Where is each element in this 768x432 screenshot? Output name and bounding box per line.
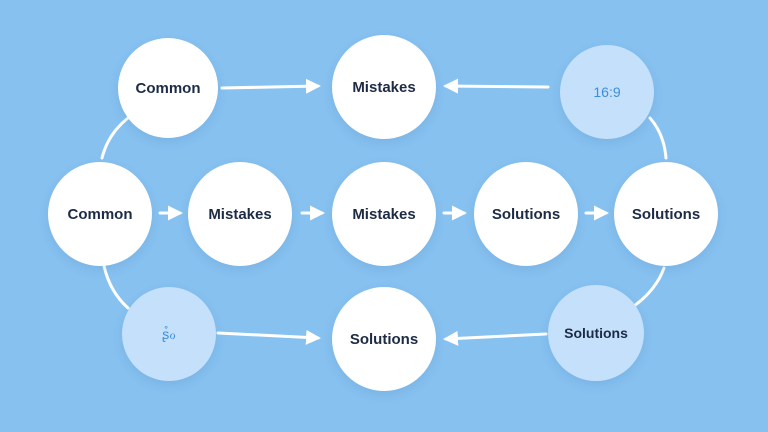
- node-label: Solutions: [564, 325, 628, 341]
- node-label: Mistakes: [352, 205, 416, 223]
- node-label: ʂ̊ℴ: [162, 325, 176, 342]
- curve-right-bottom: [632, 266, 666, 308]
- node-mid-1: Common: [48, 162, 152, 266]
- node-label: Common: [67, 205, 133, 223]
- node-label: Mistakes: [352, 78, 416, 96]
- node-top-center: Mistakes: [332, 35, 436, 139]
- node-top-left: Common: [118, 38, 218, 138]
- node-label: 16:9: [593, 84, 621, 100]
- node-bottom-center: Solutions: [332, 287, 436, 391]
- arrow-bottom-right-to-center: [443, 330, 548, 346]
- arrow-top-right-to-center: [443, 78, 550, 94]
- node-label: Solutions: [491, 205, 561, 223]
- node-label: Common: [135, 79, 201, 97]
- node-mid-2: Mistakes: [188, 162, 292, 266]
- curve-right-top: [648, 116, 668, 160]
- node-bottom-left: ʂ̊ℴ: [122, 287, 216, 381]
- node-label: Solutions: [349, 330, 419, 348]
- node-bottom-right: Solutions: [548, 285, 644, 381]
- curve-left-bottom: [102, 264, 130, 310]
- node-mid-4: Solutions: [474, 162, 578, 266]
- node-mid-3: Mistakes: [332, 162, 436, 266]
- node-top-right: 16:9: [560, 45, 654, 139]
- arrow-bottom-left-to-center: [216, 329, 321, 345]
- node-label: Mistakes: [208, 205, 272, 223]
- curve-left-top: [100, 116, 130, 160]
- node-mid-5: Solutions: [614, 162, 718, 266]
- node-label: Solutions: [631, 205, 701, 223]
- arrow-top-left-to-center: [220, 78, 321, 94]
